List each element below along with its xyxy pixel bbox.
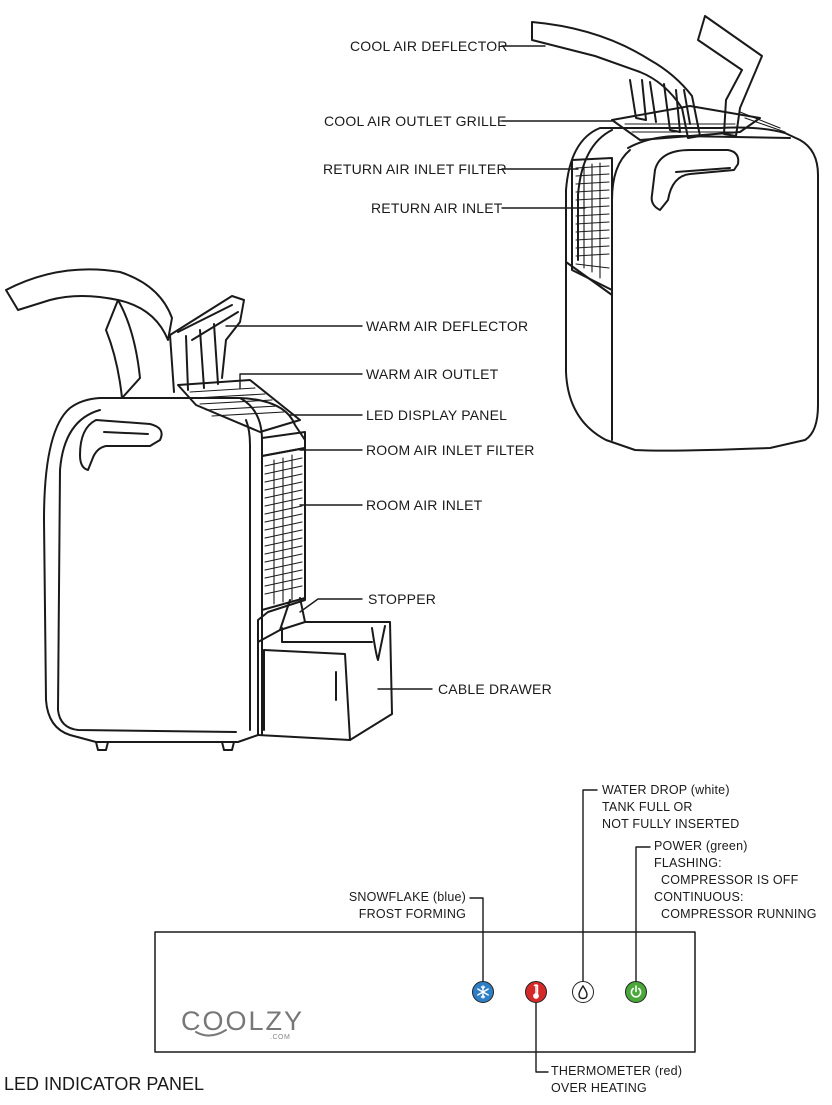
label-warm-air-outlet: WARM AIR OUTLET — [366, 366, 499, 382]
front-unit-drawing — [5, 268, 393, 751]
power-annotation: POWER (green) FLASHING: COMPRESSOR IS OF… — [654, 838, 817, 923]
power-line-2: FLASHING: — [654, 856, 722, 870]
power-title: POWER (green) — [654, 839, 748, 853]
led-indicator-panel-box — [154, 931, 696, 1053]
snowflake-title: SNOWFLAKE (blue) — [348, 890, 466, 904]
water-drop-icon — [572, 981, 594, 1003]
rear-unit-drawing — [531, 15, 819, 452]
water-drop-title: WATER DROP (white) — [602, 783, 730, 797]
power-line-5: COMPRESSOR RUNNING — [661, 907, 817, 921]
snowflake-icon — [472, 981, 494, 1003]
water-drop-annotation: WATER DROP (white) TANK FULL OR NOT FULL… — [602, 782, 739, 833]
label-return-air-inlet-filter: RETURN AIR INLET FILTER — [323, 161, 507, 177]
label-stopper: STOPPER — [368, 591, 437, 607]
coolzy-logo: COOLZY — [181, 1006, 305, 1036]
led-indicator-panel-title: LED INDICATOR PANEL — [4, 1074, 205, 1094]
leader-lines — [225, 45, 651, 1073]
thermometer-title: THERMOMETER (red) — [551, 1064, 683, 1078]
thermometer-annotation: THERMOMETER (red) OVER HEATING — [551, 1063, 682, 1097]
label-cool-air-outlet-grille: COOL AIR OUTLET GRILLE — [324, 113, 507, 129]
label-room-air-inlet-filter: ROOM AIR INLET FILTER — [366, 442, 535, 458]
power-line-4: CONTINUOUS: — [654, 890, 744, 904]
water-drop-line-2: TANK FULL OR — [602, 800, 693, 814]
label-cool-air-deflector: COOL AIR DEFLECTOR — [350, 38, 508, 54]
label-warm-air-deflector: WARM AIR DEFLECTOR — [366, 318, 529, 334]
thermometer-icon — [525, 981, 547, 1003]
water-drop-line-3: NOT FULLY INSERTED — [602, 817, 740, 831]
label-room-air-inlet: ROOM AIR INLET — [366, 497, 483, 513]
label-cable-drawer: CABLE DRAWER — [438, 681, 552, 697]
snowflake-annotation: SNOWFLAKE (blue) FROST FORMING — [330, 889, 466, 923]
thermometer-line-2: OVER HEATING — [551, 1081, 647, 1095]
snowflake-line-2: FROST FORMING — [358, 907, 466, 921]
coolzy-logo-sub: .COM — [270, 1034, 291, 1041]
label-led-display-panel: LED DISPLAY PANEL — [366, 407, 508, 423]
label-return-air-inlet: RETURN AIR INLET — [371, 200, 503, 216]
power-line-3: COMPRESSOR IS OFF — [661, 873, 799, 887]
power-icon — [625, 981, 647, 1003]
